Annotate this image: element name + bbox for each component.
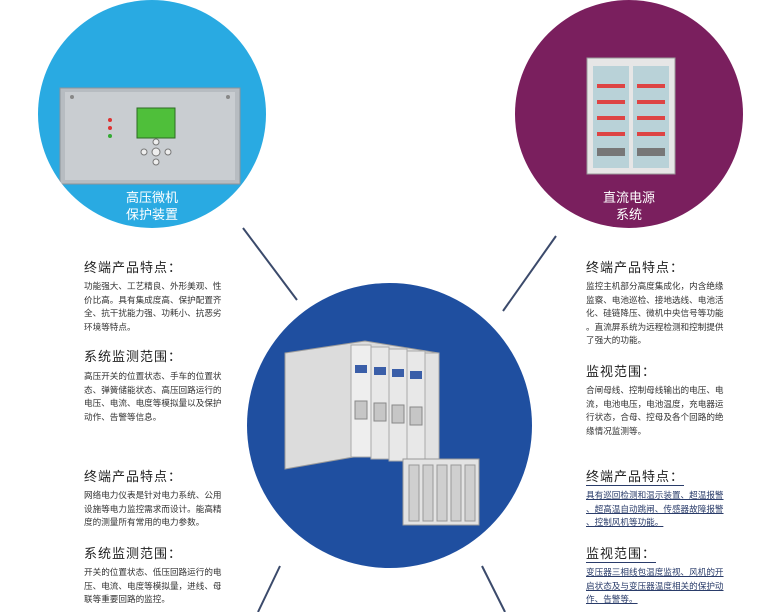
switchgear-image: [284, 340, 480, 526]
text-line: 监控主机部分高度集成化，内含绝缘: [586, 282, 724, 292]
connector-line-bottom-left: [257, 565, 281, 612]
connector-line-top-right: [502, 235, 557, 312]
left-device-label-line1: 高压微机: [125, 191, 178, 206]
top-right-body1: 监控主机部分高度集成化，内含绝缘 监察、电池巡检、接地选线、电池活 化、硅链降压…: [586, 281, 761, 349]
text-line: 化、硅链降压、微机中央信号等功能: [586, 309, 724, 320]
top-left-body2: 高压开关的位置状态、手车的位置状 态、弹簧储能状态、高压回路运行的 电压、电流、…: [84, 371, 254, 425]
top-left-body1: 功能强大、工艺精良、外形美观、性 价比高。具有集成度高、保护配置齐 全、抗干扰能…: [84, 281, 254, 335]
top-left-heading2: 系统监测范围：: [84, 350, 183, 365]
bottom-left-heading2: 系统监测范围：: [84, 547, 183, 562]
bottom-right-heading2: 监视范围：: [586, 543, 657, 563]
text-line: 、超高温自动跳闸、传感器故障报警: [586, 504, 724, 515]
text-line: 设施等电力监控需求而设计。能高精: [84, 504, 222, 515]
text-line: 价比高。具有集成度高、保护配置齐: [84, 295, 222, 306]
text-line: 全、抗干扰能力强、功耗小、抗恶劣: [84, 309, 222, 320]
text-line: 流，电池电压，电池温度，充电器运: [586, 399, 724, 410]
protection-device-circle: 高压微机 保护装置: [38, 0, 266, 228]
right-device-label-line2: 系统: [615, 208, 642, 223]
text-line: 缘情况监测等。: [586, 426, 647, 437]
text-line: 。直流屏系统为远程检测和控制提供: [586, 322, 724, 333]
connector-line-top-left: [242, 227, 298, 301]
text-line: 作、告警等。: [586, 595, 638, 606]
text-line: 功能强大、工艺精良、外形美观、性: [84, 282, 222, 292]
text-line: 动作、告警等信息。: [84, 412, 162, 423]
text-line: 开关的位置状态、低压回路运行的电: [84, 568, 222, 578]
text-line: 变压器三相线包温度监视、风机的开: [586, 568, 724, 578]
bottom-left-heading1: 终端产品特点：: [84, 470, 183, 485]
text-line: 、控制风机等功能。: [586, 518, 664, 529]
left-device-label-line2: 保护装置: [125, 208, 178, 223]
text-line: 了强大的功能。: [586, 336, 647, 347]
bottom-right-body1: 具有巡回检测和温示装置、超温报警 、超高温自动跳闸、传感器故障报警 、控制风机等…: [586, 490, 764, 531]
text-line: 压、电流、电度等模拟量，进线、母: [84, 581, 222, 592]
dc-power-circle: 直流电源 系统: [515, 0, 743, 228]
connector-line-bottom-right: [481, 565, 506, 612]
switchgear-circle: [247, 283, 532, 568]
bottom-right-heading1: 终端产品特点：: [586, 466, 685, 486]
relay-device-image: [59, 87, 241, 185]
dc-cabinet-image: [586, 57, 676, 175]
top-left-heading1: 终端产品特点：: [84, 261, 183, 276]
bottom-left-body1: 网络电力仪表是针对电力系统、公用 设施等电力监控需求而设计。能高精 度的测量所有…: [84, 490, 254, 531]
top-right-body2: 合闸母线、控制母线输出的电压、电 流，电池电压，电池温度，充电器运 行状态，合母…: [586, 385, 761, 439]
text-line: 监察、电池巡检、接地选线、电池活: [586, 295, 724, 306]
right-device-label-line1: 直流电源: [602, 191, 655, 206]
text-line: 网络电力仪表是针对电力系统、公用: [84, 491, 222, 501]
text-line: 合闸母线、控制母线输出的电压、电: [586, 386, 724, 396]
text-line: 电压、电流、电度等模拟量以及保护: [84, 399, 222, 410]
text-line: 行状态，合母、控母及各个回路的绝: [586, 413, 724, 424]
bottom-left-body2: 开关的位置状态、低压回路运行的电 压、电流、电度等模拟量，进线、母 联等重要回路…: [84, 567, 254, 608]
top-right-heading1: 终端产品特点：: [586, 261, 685, 276]
top-right-heading2: 监视范围：: [586, 365, 657, 380]
text-line: 联等重要回路的监控。: [84, 595, 170, 606]
text-line: 具有巡回检测和温示装置、超温报警: [586, 491, 724, 501]
text-line: 态、弹簧储能状态、高压回路运行的: [84, 385, 222, 396]
bottom-right-body2: 变压器三相线包温度监视、风机的开 启状态及与变压器温度相关的保护动 作、告警等。: [586, 567, 764, 608]
text-line: 度的测量所有常用的电力参数。: [84, 518, 205, 529]
text-line: 启状态及与变压器温度相关的保护动: [586, 581, 724, 592]
text-line: 环境等特点。: [84, 322, 136, 333]
text-line: 高压开关的位置状态、手车的位置状: [84, 372, 222, 382]
